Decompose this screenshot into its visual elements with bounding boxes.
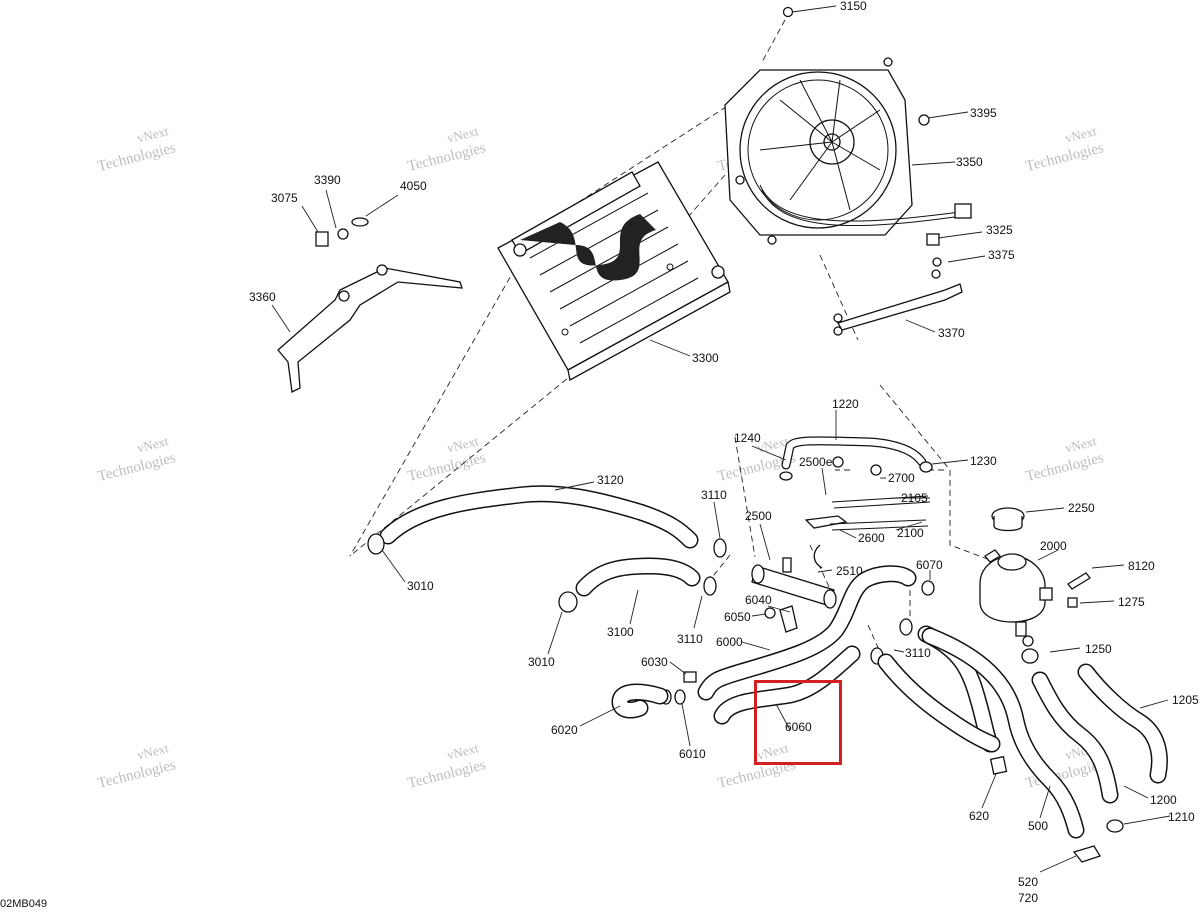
hose-1220 (781, 436, 933, 473)
leader-lines (271, 5, 1171, 873)
callout-8120: 8120 (1128, 559, 1155, 573)
callout-6060: 6060 (785, 720, 812, 734)
callout-1250: 1250 (1085, 642, 1112, 656)
callout-620: 620 (969, 809, 989, 823)
callout-720: 720 (1018, 891, 1038, 905)
callout-520: 520 (1018, 875, 1038, 889)
pipe-3120 (379, 485, 699, 549)
callout-3120: 3120 (597, 473, 624, 487)
callout-6000: 6000 (716, 635, 743, 649)
callout-3360: 3360 (249, 290, 276, 304)
callout-6010: 6010 (679, 747, 706, 761)
callout-2000: 2000 (1040, 539, 1067, 553)
watermark: vNext Technologies (406, 433, 487, 485)
watermark: vNext Technologies (96, 123, 177, 175)
radiator (497, 161, 731, 381)
part-highlight-box (754, 680, 842, 765)
callout-3110-top: 3110 (701, 488, 727, 502)
svg-text:Technologies: Technologies (1024, 450, 1105, 485)
callout-6020: 6020 (551, 723, 578, 737)
callout-3110-right: 3110 (905, 646, 931, 660)
callout-2100: 2100 (897, 526, 924, 540)
svg-text:Technologies: Technologies (96, 140, 177, 175)
watermark: vNext Technologies (1024, 123, 1105, 175)
hose-6000 (697, 565, 917, 701)
callout-2600: 2600 (858, 531, 885, 545)
callout-3150: 3150 (840, 0, 867, 13)
callout-3100: 3100 (607, 625, 634, 639)
fan-support-bracket (833, 283, 963, 336)
watermark: vNext Technologies (96, 433, 177, 485)
small-clamps-lower (1072, 819, 1124, 863)
callout-2500e: 2500e (799, 455, 833, 469)
figure-code: 02MB049 (0, 898, 48, 910)
callout-6050: 6050 (724, 610, 751, 624)
callout-6030: 6030 (641, 655, 668, 669)
callout-2700: 2700 (888, 471, 915, 485)
callout-2500: 2500 (745, 509, 772, 523)
callout-1205: 1205 (1172, 693, 1199, 707)
callout-3300: 3300 (692, 351, 719, 365)
hose-1250 (1021, 648, 1119, 804)
hose-6020 (611, 683, 669, 719)
callout-4050: 4050 (400, 179, 427, 193)
reservoir-cap (991, 507, 1025, 532)
svg-text:Technologies: Technologies (406, 757, 487, 792)
watermark: vNext Technologies (96, 740, 177, 792)
callout-3350: 3350 (956, 155, 983, 169)
callout-3110-mid: 3110 (677, 632, 703, 646)
callout-6040: 6040 (745, 593, 772, 607)
thermostat-housing (751, 456, 931, 609)
coolant-reservoir (979, 549, 1053, 637)
callout-1230: 1230 (970, 454, 997, 468)
hose-500 (921, 627, 1085, 839)
hose-1205 (1077, 663, 1168, 784)
callout-3370: 3370 (938, 326, 965, 340)
hose-6060 (713, 645, 861, 725)
callout-labels: 3150 3395 3350 3325 3375 3370 3300 3390 … (249, 0, 1199, 905)
callout-3010-bottom: 3010 (528, 655, 555, 669)
callout-3375: 3375 (988, 248, 1015, 262)
callout-1210: 1210 (1168, 810, 1195, 824)
svg-text:Technologies: Technologies (96, 757, 177, 792)
callout-3390: 3390 (314, 173, 341, 187)
watermark: vNext Technologies (406, 740, 487, 792)
callout-2510: 2510 (836, 564, 863, 578)
callout-3075: 3075 (271, 191, 298, 205)
hose-clamps (367, 533, 935, 705)
radiator-bracket (277, 217, 463, 393)
callout-2250: 2250 (1068, 501, 1095, 515)
callout-1200: 1200 (1150, 793, 1177, 807)
callout-1240: 1240 (734, 431, 761, 445)
callout-1275: 1275 (1118, 595, 1145, 609)
svg-text:Technologies: Technologies (1024, 140, 1105, 175)
radiator-fan-assembly (724, 69, 972, 236)
callout-3010-left: 3010 (407, 579, 434, 593)
callout-6070: 6070 (916, 558, 943, 572)
svg-text:Technologies: Technologies (406, 450, 487, 485)
hose-clip (764, 605, 798, 633)
callout-3325: 3325 (986, 223, 1013, 237)
fan-screws (735, 6, 942, 279)
callout-2105: 2105 (901, 491, 928, 505)
svg-text:Technologies: Technologies (96, 450, 177, 485)
callout-3395: 3395 (970, 106, 997, 120)
watermark: vNext Technologies (406, 123, 487, 175)
callout-1220: 1220 (832, 397, 859, 411)
reservoir-fasteners (1022, 572, 1091, 647)
watermark: vNext Technologies (1024, 433, 1105, 485)
callout-500: 500 (1028, 819, 1048, 833)
svg-text:Technologies: Technologies (406, 140, 487, 175)
pipe-3100 (575, 557, 701, 597)
